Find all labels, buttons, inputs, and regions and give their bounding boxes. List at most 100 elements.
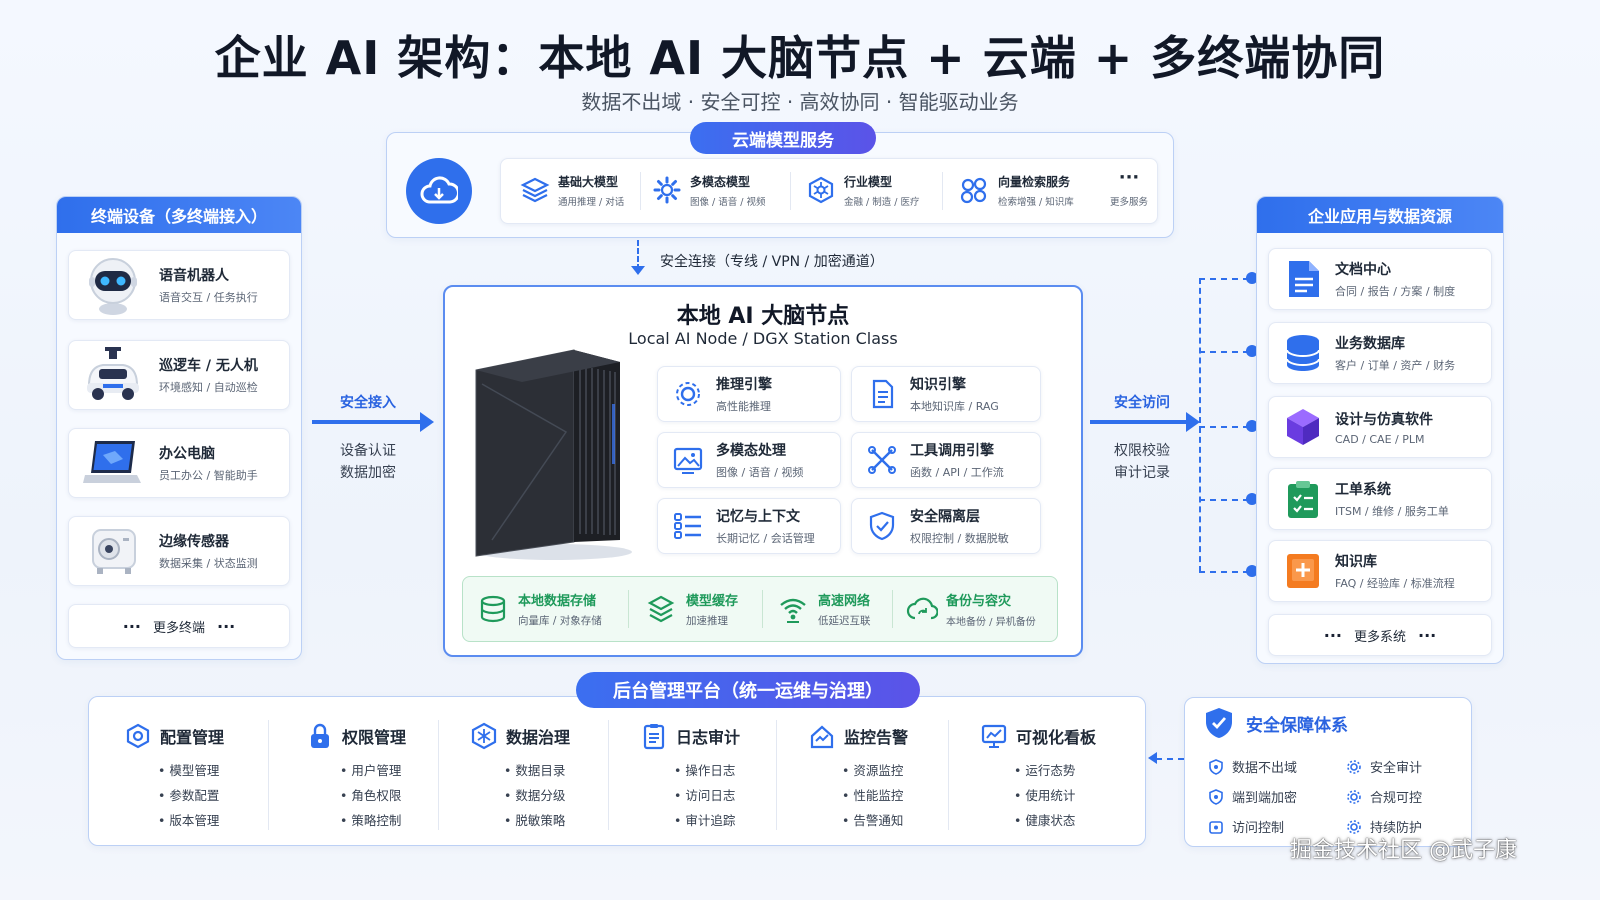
enterprise-desc: 客户 / 订单 / 资产 / 财务 — [1335, 359, 1456, 372]
arrow-down-icon — [631, 266, 645, 275]
cloud-item-industry[interactable]: 行业模型金融 / 制造 / 医疗 — [806, 168, 936, 212]
mgmt-item[interactable]: 使用统计 — [1014, 785, 1096, 810]
mgmt-item[interactable]: 审计追踪 — [674, 810, 740, 835]
mgmt-col-permission: 权限管理 用户管理角色权限策略控制 — [306, 722, 406, 835]
mgmt-item[interactable]: 健康状态 — [1014, 810, 1096, 835]
enterprise-more[interactable]: ··· 更多系统 ··· — [1268, 614, 1492, 656]
infra-item-storage[interactable]: 本地数据存储向量库 / 对象存储 — [478, 584, 628, 634]
terminal-card[interactable]: 语音机器人语音交互 / 任务执行 — [68, 250, 290, 320]
wifi-icon — [778, 594, 808, 624]
mgmt-item[interactable]: 性能监控 — [842, 785, 908, 810]
mgmt-item[interactable]: 参数配置 — [158, 785, 224, 810]
mgmt-item[interactable]: 版本管理 — [158, 810, 224, 835]
engine-name: 工具调用引擎 — [910, 443, 994, 459]
mgmt-item[interactable]: 角色权限 — [340, 785, 406, 810]
cloud-panel-label: 云端模型服务 — [690, 122, 876, 154]
cloud-item-desc: 检索增强 / 知识库 — [998, 196, 1074, 208]
terminals-more[interactable]: ··· 更多终端 ··· — [68, 604, 290, 648]
mgmt-item[interactable]: 数据目录 — [504, 760, 570, 785]
knowledge-book-icon — [1285, 551, 1321, 591]
access-left-line1: 设备认证 — [340, 443, 396, 459]
mgmt-item[interactable]: 资源监控 — [842, 760, 908, 785]
more-dots-icon: ··· — [1118, 167, 1140, 188]
arrow-right-icon — [1090, 420, 1188, 424]
security-title: 安全保障体系 — [1246, 715, 1348, 736]
engine-card-inference[interactable]: 推理引擎高性能推理 — [657, 366, 841, 422]
mgmt-item[interactable]: 策略控制 — [340, 810, 406, 835]
mgmt-item[interactable]: 模型管理 — [158, 760, 224, 785]
terminal-card[interactable]: 巡逻车 / 无人机环境感知 / 自动巡检 — [68, 340, 290, 410]
cloud-item-base-model[interactable]: 基础大模型通用推理 / 对话 — [520, 168, 640, 212]
infra-name: 本地数据存储 — [518, 594, 597, 609]
tools-icon — [866, 444, 898, 476]
mgmt-item[interactable]: 操作日志 — [674, 760, 740, 785]
cluster-icon — [958, 175, 990, 205]
infra-item-network[interactable]: 高速网络低延迟互联 — [778, 584, 898, 634]
security-item-label: 访问控制 — [1232, 821, 1285, 836]
enterprise-card[interactable]: 文档中心合同 / 报告 / 方案 / 制度 — [1268, 248, 1492, 310]
hexagon-network-icon — [806, 175, 836, 205]
security-item-label: 持续防护 — [1370, 821, 1423, 836]
mgmt-col-data-governance: 数据治理 数据目录数据分级脱敏策略 — [470, 722, 570, 835]
mgmt-item[interactable]: 告警通知 — [842, 810, 908, 835]
engine-desc: 函数 / API / 工作流 — [910, 466, 1004, 479]
engine-name: 知识引擎 — [910, 377, 966, 393]
security-item: 数据不出域 — [1208, 757, 1297, 776]
engine-card-memory[interactable]: 记忆与上下文长期记忆 / 会话管理 — [657, 498, 841, 554]
enterprise-name: 知识库 — [1335, 554, 1377, 570]
node-title: 本地 AI 大脑节点 — [676, 304, 850, 329]
clipboard-icon — [640, 722, 668, 750]
cloud-more[interactable]: ··· 更多服务 — [1104, 167, 1154, 209]
mgmt-col-title: 日志审计 — [676, 728, 741, 747]
terminal-desc: 数据采集 / 状态监测 — [159, 557, 258, 570]
engine-card-knowledge[interactable]: 知识引擎本地知识库 / RAG — [851, 366, 1041, 422]
engine-card-security[interactable]: 安全隔离层权限控制 / 数据脱敏 — [851, 498, 1041, 554]
divider — [438, 720, 439, 830]
enterprise-name: 文档中心 — [1335, 262, 1391, 278]
engine-name: 记忆与上下文 — [716, 509, 800, 525]
cloud-item-vector-search[interactable]: 向量检索服务检索增强 / 知识库 — [958, 168, 1088, 212]
infra-desc: 向量库 / 对象存储 — [518, 615, 602, 627]
divider — [942, 172, 943, 210]
enterprise-card[interactable]: 业务数据库客户 / 订单 / 资产 / 财务 — [1268, 322, 1492, 384]
mgmt-item[interactable]: 访问日志 — [674, 785, 740, 810]
cog-icon — [1346, 819, 1362, 835]
connector-dot — [1246, 345, 1258, 357]
engine-name: 安全隔离层 — [910, 509, 980, 525]
engine-card-multimodal[interactable]: 多模态处理图像 / 语音 / 视频 — [657, 432, 841, 488]
enterprise-connector — [1199, 278, 1249, 280]
enterprise-connector — [1199, 571, 1249, 573]
engine-desc: 长期记忆 / 会话管理 — [716, 532, 815, 545]
mgmt-item[interactable]: 脱敏策略 — [504, 810, 570, 835]
security-connector — [1156, 758, 1184, 760]
shield-icon — [1204, 706, 1234, 740]
shield-check-icon — [1208, 758, 1224, 775]
enterprise-name: 业务数据库 — [1335, 336, 1405, 352]
enterprise-connector — [1199, 278, 1201, 572]
engine-card-tools[interactable]: 工具调用引擎函数 / API / 工作流 — [851, 432, 1041, 488]
cloud-item-name: 基础大模型 — [558, 174, 619, 189]
sensor-icon — [81, 522, 145, 580]
security-item: 合规可控 — [1346, 787, 1422, 806]
connector-dot — [1246, 565, 1258, 577]
mgmt-item[interactable]: 运行态势 — [1014, 760, 1096, 785]
infra-item-backup[interactable]: 备份与容灾本地备份 / 异机备份 — [906, 584, 1056, 634]
mgmt-item[interactable]: 数据分级 — [504, 785, 570, 810]
lock-square-icon — [1208, 819, 1224, 835]
terminal-card[interactable]: 办公电脑员工办公 / 智能助手 — [68, 428, 290, 498]
arrow-left-icon — [1148, 752, 1157, 764]
mgmt-col-monitoring: 监控告警 资源监控性能监控告警通知 — [808, 722, 908, 835]
engine-desc: 权限控制 / 数据脱敏 — [910, 532, 1009, 545]
infra-name: 模型缓存 — [686, 594, 739, 609]
infra-item-cache[interactable]: 模型缓存加速推理 — [646, 584, 766, 634]
terminal-card[interactable]: 边缘传感器数据采集 / 状态监测 — [68, 516, 290, 586]
terminal-name: 边缘传感器 — [159, 534, 229, 550]
list-icon — [672, 510, 704, 542]
infra-name: 备份与容灾 — [946, 594, 1012, 609]
mgmt-item[interactable]: 用户管理 — [340, 760, 406, 785]
terminal-name: 巡逻车 / 无人机 — [159, 358, 258, 374]
cloud-item-multimodal[interactable]: 多模态模型图像 / 语音 / 视频 — [652, 168, 782, 212]
